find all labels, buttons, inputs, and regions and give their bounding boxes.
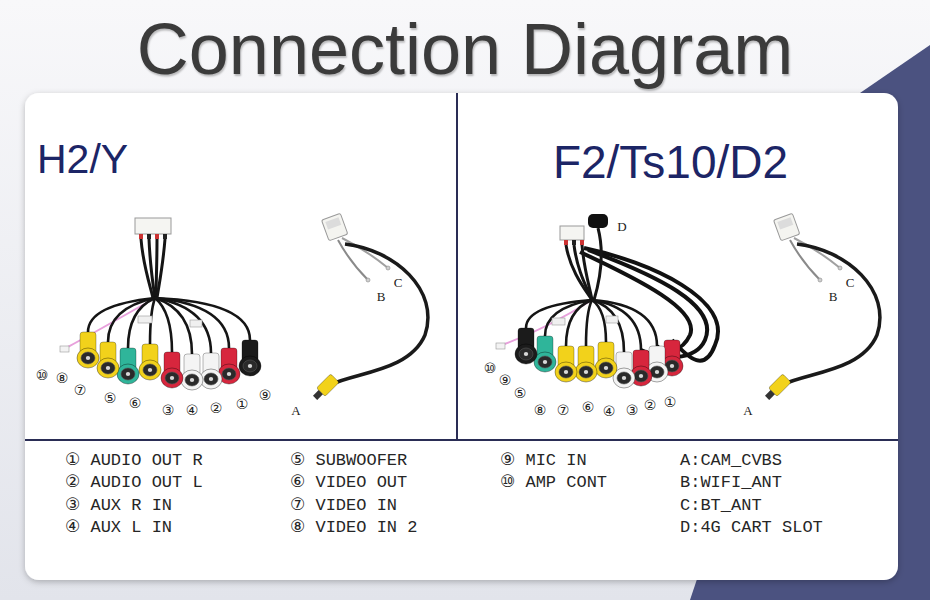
page-title: Connection Diagram bbox=[0, 13, 930, 85]
callout-number: ③ bbox=[626, 403, 639, 417]
callout-number: ⑤ bbox=[104, 391, 117, 405]
key-entry: ④ AUX L IN bbox=[65, 519, 172, 536]
part-letter: B bbox=[829, 290, 838, 303]
callout-number: ④ bbox=[186, 403, 199, 417]
key-entry: A:CAM_CVBS bbox=[680, 452, 782, 469]
key-entry: ⑨ MIC IN bbox=[500, 452, 587, 469]
callout-number: ③ bbox=[162, 403, 175, 417]
callout-number: ⑨ bbox=[499, 373, 512, 387]
key-entry: ⑧ VIDEO IN 2 bbox=[290, 519, 417, 536]
callout-number: ⑧ bbox=[534, 403, 547, 417]
part-letter: C bbox=[846, 276, 855, 289]
panel: H2/Y bbox=[25, 93, 457, 440]
callout-number: ⑨ bbox=[259, 388, 272, 402]
callout-number: ② bbox=[644, 398, 657, 412]
card bbox=[25, 93, 898, 580]
part-letter: A bbox=[291, 404, 300, 417]
callout-number: ① bbox=[236, 397, 249, 411]
callout-number: ⑤ bbox=[514, 386, 527, 400]
camera-cable bbox=[763, 213, 880, 402]
key-entry: B:WIFI_ANT bbox=[680, 474, 782, 491]
wire-harness bbox=[496, 214, 718, 388]
key-entry: ⑤ SUBWOOFER bbox=[290, 452, 407, 469]
callout-number: ⑩ bbox=[484, 361, 497, 375]
key-entry: ② AUDIO OUT L bbox=[65, 474, 203, 491]
callout-number: ⑦ bbox=[74, 383, 87, 397]
key-entry: ③ AUX R IN bbox=[65, 497, 172, 514]
panel-heading: F2/Ts10/D2 bbox=[459, 137, 882, 188]
callout-number: ⑧ bbox=[56, 371, 69, 385]
part-letter: C bbox=[394, 276, 403, 289]
callout-number: ④ bbox=[603, 404, 616, 418]
part-letter: D bbox=[617, 220, 626, 233]
key-entry: ① AUDIO OUT R bbox=[65, 452, 203, 469]
callout-number: ⑥ bbox=[582, 400, 595, 414]
key-entry: C:BT_ANT bbox=[680, 497, 762, 514]
callout-number: ⑦ bbox=[557, 403, 570, 417]
key-entry: ⑩ AMP CONT bbox=[500, 474, 607, 491]
callout-number: ② bbox=[210, 401, 223, 415]
panel-heading: H2/Y bbox=[37, 137, 457, 182]
key-entry: ⑥ VIDEO OUT bbox=[290, 474, 407, 491]
callout-number: ① bbox=[664, 395, 677, 409]
callout-number: ⑩ bbox=[36, 368, 49, 382]
divider-line bbox=[25, 439, 898, 441]
part-letter: B bbox=[377, 290, 386, 303]
wire-harness bbox=[60, 218, 261, 390]
camera-cable bbox=[311, 213, 428, 402]
callout-number: ⑥ bbox=[129, 396, 142, 410]
key-entry: ⑦ VIDEO IN bbox=[290, 497, 397, 514]
part-letter: A bbox=[743, 404, 752, 417]
divider-line bbox=[456, 93, 458, 440]
key-entry: D:4G CART SLOT bbox=[680, 519, 823, 536]
